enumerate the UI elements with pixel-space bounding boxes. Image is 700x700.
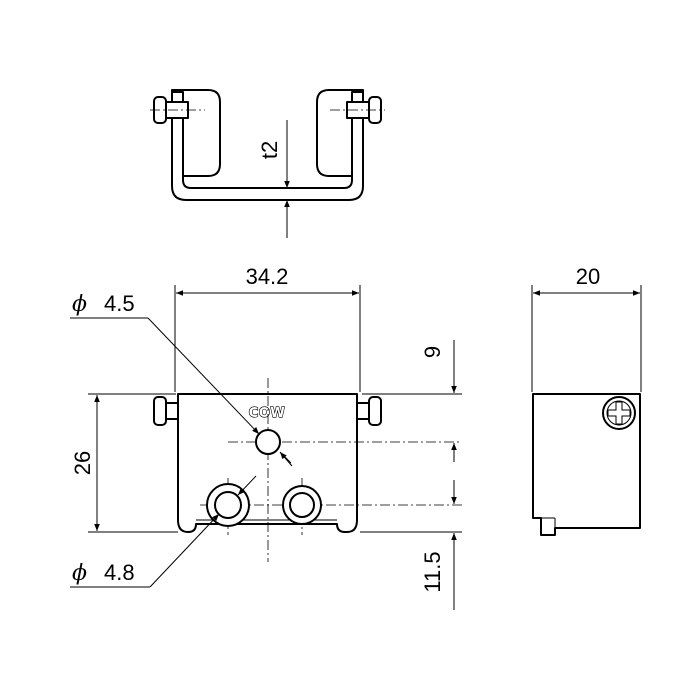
- small-hole: [255, 429, 281, 455]
- phillips-cross-icon: [607, 401, 631, 425]
- right-large-hole-inner: [289, 492, 315, 518]
- top-offset-label: 9: [420, 346, 445, 358]
- side-view: 20: [531, 264, 642, 536]
- large-hole-diameter-label: 4.8: [104, 560, 135, 585]
- side-view-screw-outer: [602, 396, 636, 430]
- side-width-dim-label: 20: [576, 264, 600, 289]
- brand-logo: COW: [249, 406, 285, 421]
- small-hole-leader-tick: [282, 454, 292, 464]
- top-view: t2: [150, 89, 385, 238]
- height-dim-label: 26: [70, 451, 95, 475]
- front-view-left-screw-shank: [165, 402, 179, 420]
- front-view-left-screw-head: [153, 396, 167, 426]
- large-hole-leader: [149, 513, 220, 588]
- thickness-dim-label: t2: [257, 141, 282, 159]
- large-hole-leader-tail: [237, 475, 257, 496]
- front-view-right-screw-shank: [356, 402, 370, 420]
- small-hole-diameter-label: 4.5: [104, 291, 135, 316]
- small-hole-phi-symbol: ϕ: [72, 292, 87, 317]
- width-dim-label: 34.2: [246, 264, 289, 289]
- small-hole-leader-tail: [279, 451, 293, 467]
- front-view-dimensions: 34.2 26 9 11.5 ϕ 4.5 ϕ 4.8: [70, 264, 462, 610]
- large-hole-phi-symbol: ϕ: [72, 561, 87, 586]
- bottom-offset-label: 11.5: [420, 551, 445, 592]
- front-view-right-screw-head: [368, 396, 382, 426]
- side-view-body: [532, 393, 641, 536]
- side-view-screw-inner: [606, 400, 632, 426]
- small-hole-leader: [147, 317, 260, 435]
- left-large-hole-inner: [214, 491, 242, 519]
